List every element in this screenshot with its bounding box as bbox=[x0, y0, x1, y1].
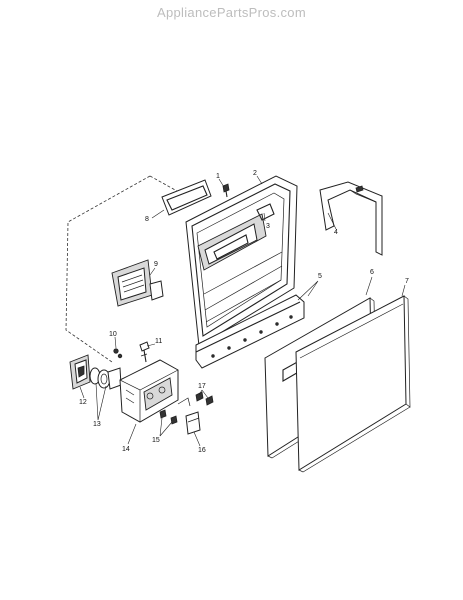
part-13-rings bbox=[89, 367, 122, 390]
part-5-rail-strip bbox=[195, 294, 305, 369]
callout-6: 6 bbox=[370, 269, 374, 276]
callout-17: 17 bbox=[198, 383, 206, 390]
part-10-fastener bbox=[113, 348, 123, 359]
watermark: AppliancePartsPros.com bbox=[157, 5, 306, 20]
callout-9: 9 bbox=[154, 261, 158, 268]
assembly-dashed-outline bbox=[65, 175, 151, 363]
part-9-vent-cover bbox=[111, 259, 164, 307]
callout-12: 12 bbox=[79, 399, 87, 406]
part-7-outer-panel bbox=[295, 295, 411, 473]
leader-lines bbox=[79, 175, 406, 447]
callout-10: 10 bbox=[109, 331, 117, 338]
callout-11: 11 bbox=[155, 338, 162, 345]
part-16-switch bbox=[185, 411, 201, 435]
part-8-window-frame bbox=[161, 179, 212, 216]
part-4-bracket bbox=[319, 181, 383, 256]
part-14-dispenser-housing bbox=[119, 359, 179, 423]
part-17-springs bbox=[195, 391, 214, 406]
callout-15: 15 bbox=[152, 437, 160, 444]
callout-5: 5 bbox=[318, 273, 322, 280]
part-2-inner-door bbox=[185, 175, 298, 347]
part-15-clips bbox=[159, 397, 191, 425]
callout-14: 14 bbox=[122, 446, 130, 453]
callout-13: 13 bbox=[93, 421, 101, 428]
callout-3: 3 bbox=[266, 223, 270, 230]
callout-4: 4 bbox=[334, 229, 338, 236]
part-1-screw bbox=[222, 183, 230, 198]
callout-7: 7 bbox=[405, 278, 409, 285]
part-12-gasket-plate bbox=[69, 354, 91, 390]
callout-2: 2 bbox=[253, 170, 257, 177]
callout-16: 16 bbox=[198, 447, 206, 454]
callout-8: 8 bbox=[145, 216, 149, 223]
part-11-bolt bbox=[139, 341, 150, 363]
callout-1: 1 bbox=[216, 173, 220, 180]
